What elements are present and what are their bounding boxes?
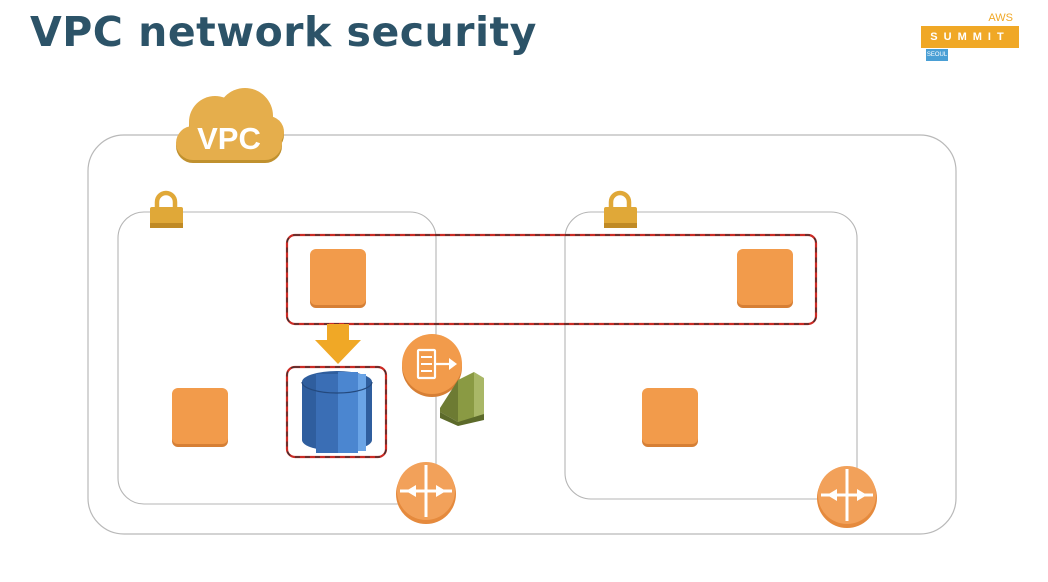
ec2-instance-icon bbox=[737, 249, 793, 308]
router-icon bbox=[817, 466, 877, 528]
lock-icon bbox=[150, 190, 183, 228]
logo-tag: SEOUL bbox=[926, 49, 948, 61]
subnet-left bbox=[117, 211, 437, 505]
rds-database-icon bbox=[301, 371, 373, 453]
slide-title: VPC network security bbox=[30, 8, 537, 56]
ec2-instance-icon bbox=[642, 388, 698, 447]
logo-brand: AWS bbox=[988, 12, 1013, 24]
logo-event: SUMMIT bbox=[921, 26, 1019, 48]
vpc-boundary bbox=[87, 134, 957, 535]
cloudwatch-icon bbox=[440, 372, 484, 426]
ec2-instance-icon bbox=[172, 388, 228, 447]
security-group-boundary bbox=[285, 233, 818, 326]
vpc-label: VPC bbox=[197, 121, 261, 156]
router-icon bbox=[396, 462, 456, 524]
subnet-right bbox=[564, 211, 858, 500]
lock-icon bbox=[604, 190, 637, 228]
vpc-cloud-icon bbox=[176, 88, 284, 163]
aws-summit-logo: AWS SUMMIT SEOUL bbox=[921, 12, 1019, 62]
arrow-down-icon bbox=[315, 324, 361, 364]
ec2-instance-icon bbox=[310, 249, 366, 308]
load-balancer-icon bbox=[402, 334, 462, 397]
